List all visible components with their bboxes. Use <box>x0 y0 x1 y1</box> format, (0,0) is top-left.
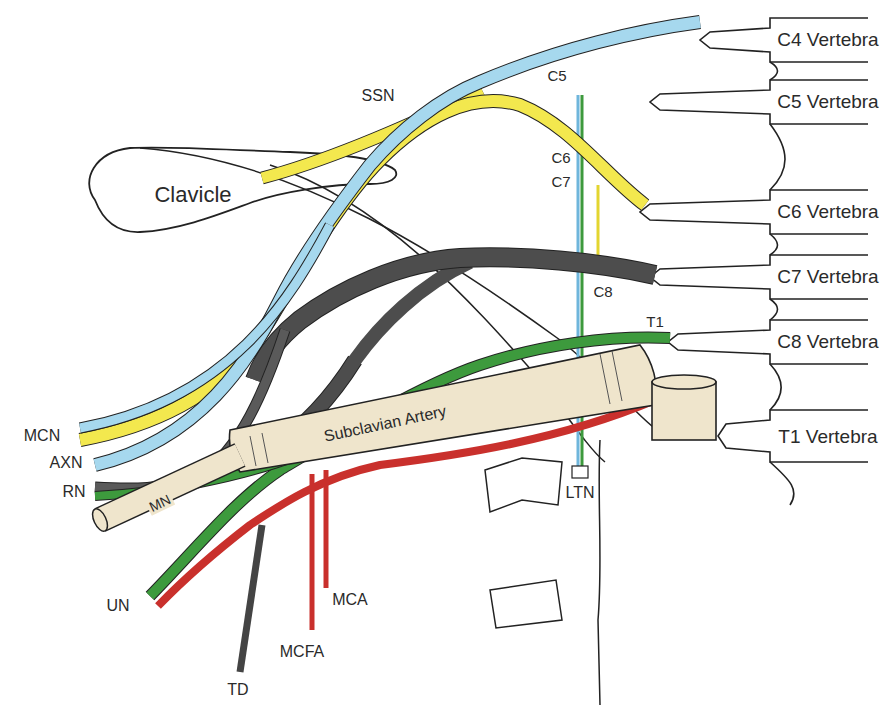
vertebra-label: C6 Vertebra <box>775 201 880 223</box>
bone-label: Clavicle <box>152 182 233 207</box>
artery-branch <box>310 474 315 630</box>
root-label: C8 <box>591 283 614 300</box>
vertebra-label: C5 Vertebra <box>775 91 880 113</box>
nerve-label: MCN <box>22 427 62 445</box>
c5-nerve <box>80 225 330 428</box>
vertebra-label: C8 Vertebra <box>775 331 880 353</box>
artery-branch <box>324 470 329 588</box>
subclavian-artery-band <box>229 345 656 472</box>
nerve-outline <box>80 225 330 428</box>
median-nerve-outline <box>100 455 240 520</box>
vertebra-label: C4 Vertebra <box>775 29 880 51</box>
nerve-cut-end <box>89 507 110 534</box>
median-nerve-tube <box>100 455 240 520</box>
nerve-label: LTN <box>563 484 596 502</box>
root-label: C5 <box>545 67 568 84</box>
root-label: C6 <box>549 149 572 166</box>
vertebra-label: C7 Vertebra <box>775 266 880 288</box>
midline <box>598 440 600 705</box>
thoracodorsal-nerve <box>240 525 262 672</box>
nerve-label: TD <box>225 681 250 699</box>
vertebra-label: T1 Vertebra <box>776 426 879 448</box>
artery-label: MCA <box>330 591 370 609</box>
root-label: T1 <box>644 313 666 330</box>
band-hatching <box>250 351 622 466</box>
nerve-end <box>572 466 588 478</box>
root-label: C7 <box>549 173 572 190</box>
nerve-strand <box>597 185 600 262</box>
nerve-label: AXN <box>48 454 85 472</box>
t1-body <box>652 382 716 440</box>
rib-section <box>490 580 562 628</box>
nerve-label: UN <box>104 597 131 615</box>
artery-label: MCFA <box>278 643 326 661</box>
nerve-bundle <box>80 22 700 672</box>
nerve-label: RN <box>60 483 87 501</box>
nerve-label: SSN <box>360 87 397 105</box>
t1-body-top <box>652 375 716 389</box>
rib-section <box>485 458 562 512</box>
